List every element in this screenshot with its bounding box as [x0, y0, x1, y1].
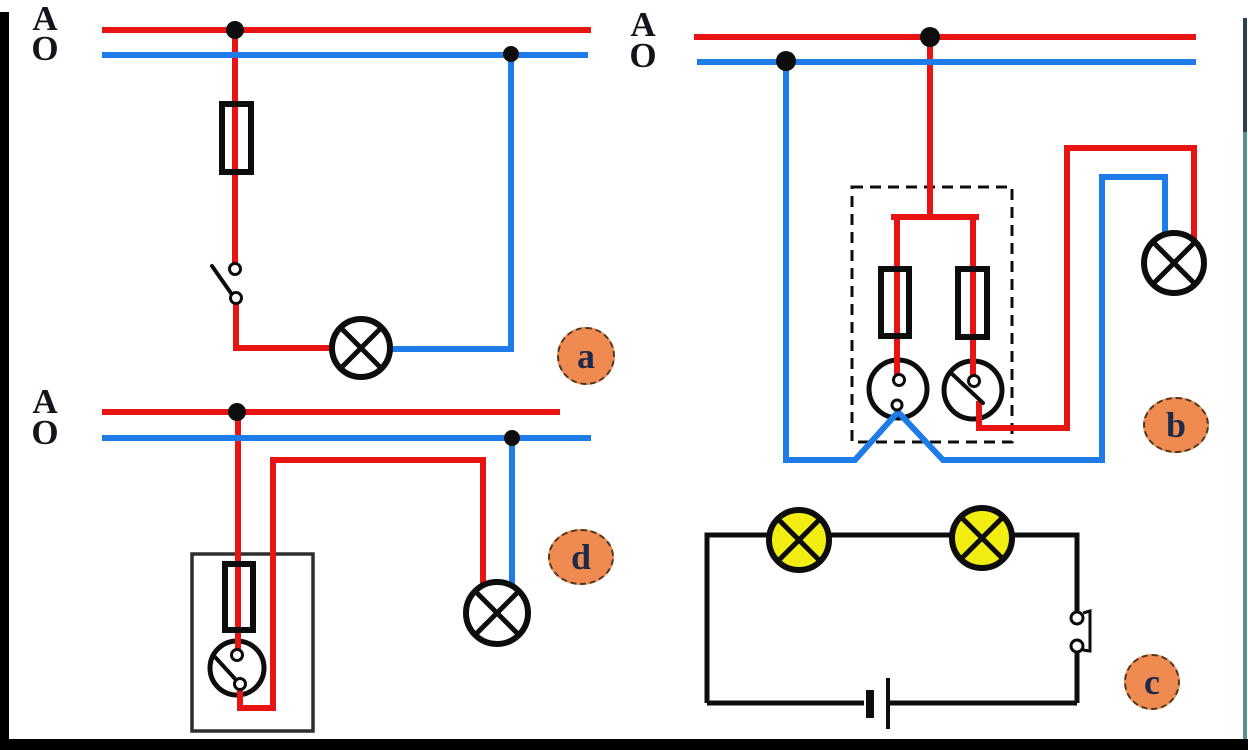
lamp-icon [766, 507, 832, 573]
circuit-d [102, 403, 591, 733]
switch-terminal [230, 648, 244, 662]
lamp-icon [949, 505, 1015, 571]
switch-terminal [233, 677, 247, 691]
left-frame-bar [0, 12, 9, 750]
junction-dot [226, 21, 244, 39]
junction-dot [228, 403, 246, 421]
junction-dot [920, 27, 940, 47]
circuit-loop-wire [704, 532, 1080, 703]
battery-icon [866, 678, 890, 729]
right-edge-strip [1243, 132, 1247, 739]
phase-label-a: A [32, 0, 58, 38]
switch-to-lamp-wire [233, 300, 336, 351]
lamp-icon [1141, 230, 1207, 296]
fuse-icon [955, 266, 990, 340]
junction-dot [504, 430, 520, 446]
circuit-badge-b: b [1143, 397, 1209, 453]
lamp-icon [463, 579, 531, 647]
push-button-icon [1069, 609, 1092, 654]
switch-terminal [967, 374, 981, 388]
socket-terminal [890, 398, 904, 412]
circuit-badge-d: d [548, 529, 614, 585]
switch-lever [210, 264, 235, 298]
junction-dot [503, 46, 519, 62]
circuit-a [102, 21, 591, 380]
neutral-label-b: O [629, 36, 657, 75]
switch-to-lamp-wire [237, 457, 486, 711]
bottom-frame-bar [0, 739, 1248, 750]
socket-terminal [892, 373, 906, 387]
switch-terminal [228, 262, 242, 276]
circuit-badge-c: c [1124, 654, 1180, 710]
switch-lever [213, 655, 239, 683]
switch-terminal [229, 291, 243, 305]
phase-label-b: A [630, 5, 656, 44]
enclosure-box [190, 552, 315, 733]
neutral-loop-wire [783, 62, 1168, 463]
circuit-badge-a: a [557, 327, 615, 385]
circuit-c [704, 505, 1092, 729]
neutral-label-a: O [31, 29, 59, 68]
switch-to-lamp-wire [976, 145, 1197, 431]
lamp-icon [329, 316, 393, 380]
fuse-icon [219, 101, 254, 175]
fuse-icon [222, 561, 256, 633]
neutral-label-d: O [31, 413, 59, 452]
right-edge-strip [1243, 18, 1247, 132]
junction-dot [776, 51, 796, 71]
circuit-b [694, 27, 1207, 463]
phase-label-d: A [32, 382, 58, 421]
fuse-icon [878, 266, 912, 339]
switch-lever [948, 370, 985, 405]
lamp-to-neutral-wire [387, 52, 514, 352]
switch-icon [210, 262, 243, 305]
